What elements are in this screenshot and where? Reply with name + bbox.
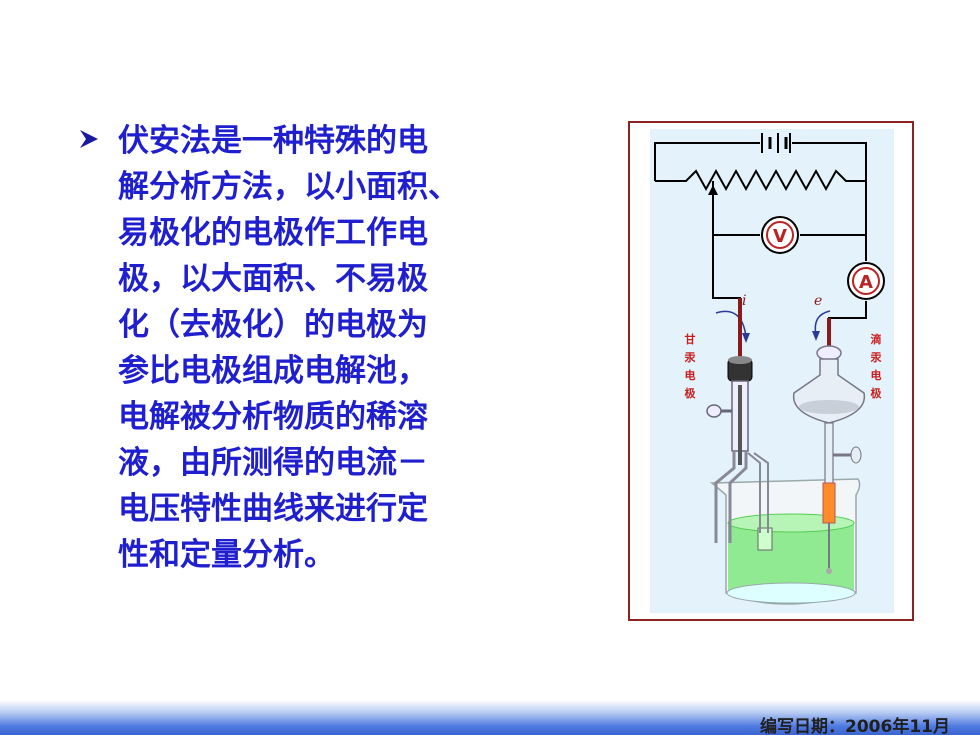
electron-arrowhead-icon [812,331,820,341]
bullet-line: 参比电极组成电解池， [118,353,428,389]
beaker-icon [710,478,861,605]
voltmeter-label: V [773,226,787,247]
bullet-line: 化（去极化）的电极为 [118,307,428,343]
bullet-arrow-icon [80,130,98,148]
current-label: i [742,293,746,309]
footer-bar [0,700,980,735]
bullet-line: 电压特性曲线来进行定 [118,491,428,527]
current-arrow-icon [715,310,747,338]
battery-icon [761,133,791,153]
current-arrowhead-icon [742,333,750,343]
apparatus-figure: V A i e 甘 汞 电 极 滴 汞 电 极 [628,121,914,621]
svg-text:甘: 甘 [685,332,696,346]
bullet-line: 伏安法是一种特殊的电 [118,123,428,159]
svg-text:电: 电 [871,368,882,382]
bullet-line: 解分析方法，以小面积、 [118,169,459,205]
bullet-text: 伏安法是一种特殊的电 解分析方法，以小面积、 易极化的电极作工作电 极，以大面积… [118,118,528,578]
footer-date: 编写日期：2006年11月 [760,717,950,737]
dropping-mercury-electrode-icon [792,318,866,574]
apparatus-diagram: V A i e 甘 汞 电 极 滴 汞 电 极 [650,129,894,613]
voltmeter-icon: V [761,216,799,254]
bullet-line: 电解被分析物质的稀溶 [118,399,428,435]
slider-arrow-icon [708,185,718,195]
ammeter-icon: A [847,262,885,300]
bullet-line: 液，由所测得的电流－ [118,445,428,481]
bullet-line: 性和定量分析。 [118,537,335,573]
svg-text:汞: 汞 [870,351,883,364]
svg-text:极: 极 [871,386,883,400]
svg-text:极: 极 [685,386,697,400]
bullet-line: 极，以大面积、不易极 [118,261,428,297]
left-electrode-label: 甘 汞 电 极 [684,332,697,400]
electron-label: e [814,293,822,309]
circuit-wires [654,142,867,358]
bullet-line: 易极化的电极作工作电 [118,215,428,251]
ammeter-label: A [859,272,873,293]
svg-text:滴: 滴 [871,332,882,346]
calomel-electrode-icon [706,298,773,551]
svg-text:汞: 汞 [684,351,697,364]
right-electrode-label: 滴 汞 电 极 [870,332,883,400]
svg-text:电: 电 [685,368,696,382]
